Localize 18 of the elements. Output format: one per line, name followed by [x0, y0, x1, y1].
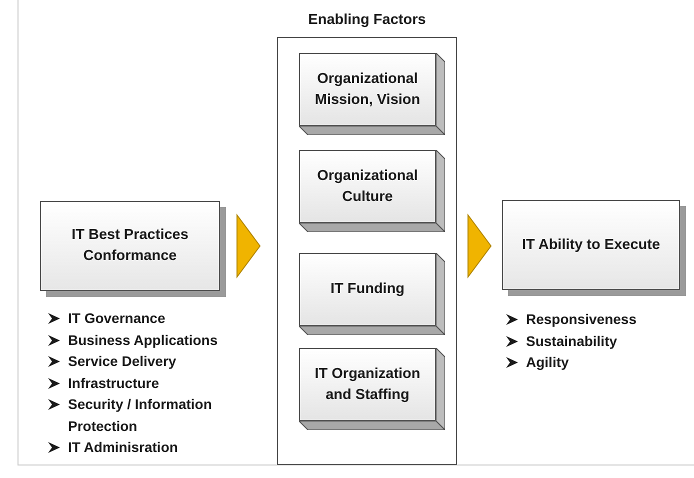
list-item: Agility — [526, 353, 569, 372]
list-item: Responsiveness — [526, 310, 636, 329]
list-item: IT Adminisration — [68, 438, 178, 457]
box-label: IT Organization and Staffing — [314, 364, 422, 404]
list-item: Service Delivery — [68, 352, 176, 371]
box-label: Organizational Culture — [316, 166, 419, 206]
list-item: IT Governance — [68, 309, 166, 328]
box-label: Organizational Mission, Vision — [314, 70, 422, 110]
group-title: Enabling Factors — [307, 11, 427, 30]
box-label: IT Funding — [330, 280, 405, 299]
box-label: IT Ability to Execute — [522, 236, 660, 254]
chevron-arrow — [468, 213, 492, 279]
list-item: Sustainability — [526, 332, 618, 351]
list-item: Business Applications — [68, 330, 218, 350]
list-item: Security / Information Protection — [68, 395, 213, 436]
box-label: IT Best Practices Conformance — [70, 226, 190, 266]
list-item: Infrastructure — [68, 374, 160, 392]
chevron-arrow — [236, 213, 261, 279]
